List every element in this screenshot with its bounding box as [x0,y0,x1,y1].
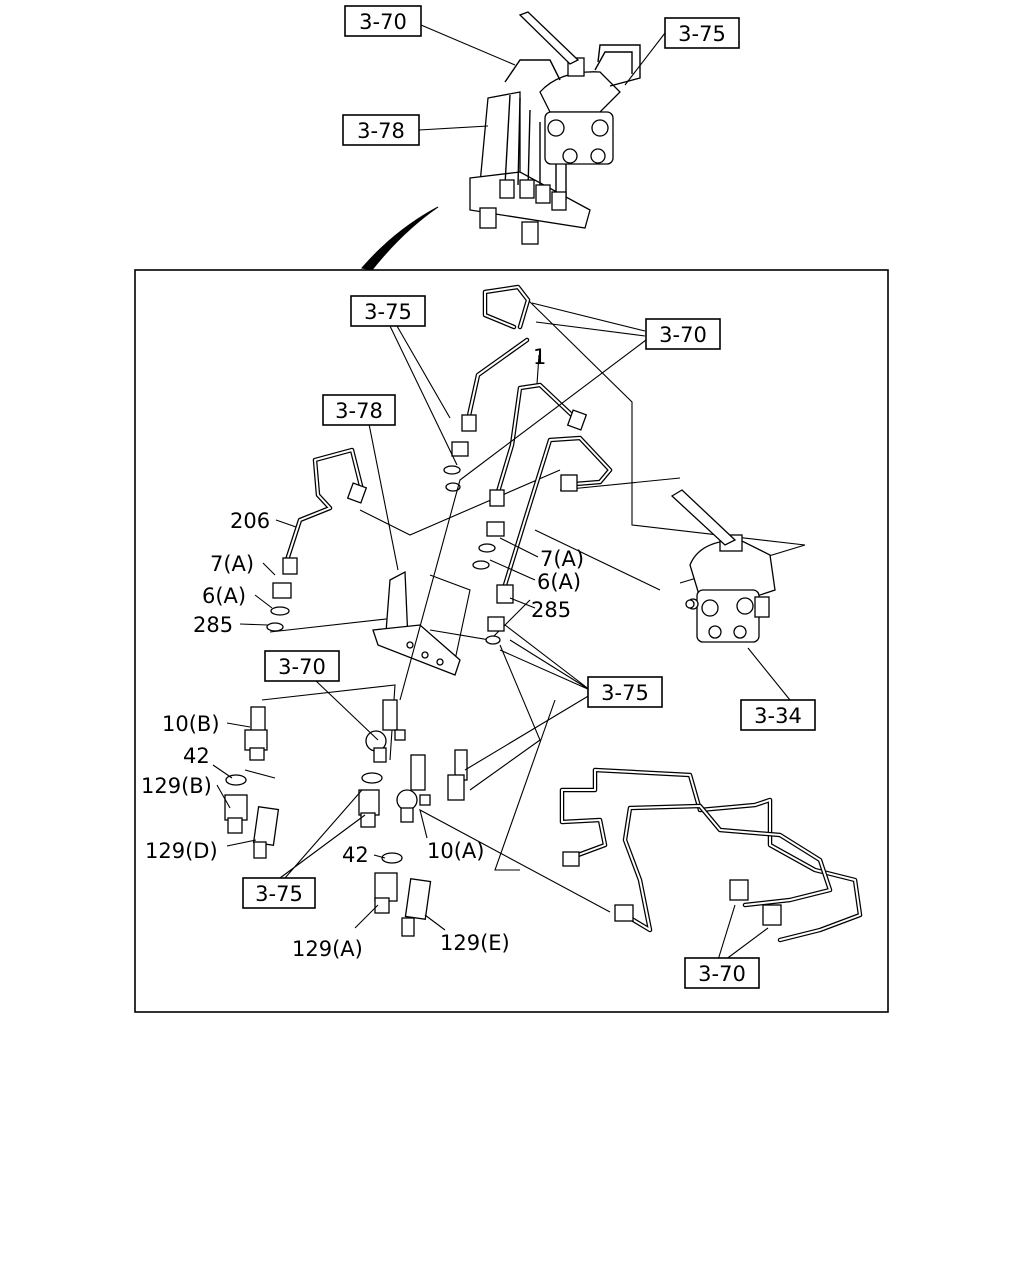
part-label: 42 [183,744,210,768]
svg-text:3-78: 3-78 [335,399,383,423]
leader-lines [212,302,791,961]
part-label: 129(B) [141,774,212,798]
svg-text:3-34: 3-34 [754,704,802,728]
ref-box-3-75-a: 3-75 [350,295,426,327]
view-arrow [361,206,439,271]
ref-box-3-70-top: 3-70 [344,5,422,37]
overview-assembly [469,11,641,245]
part-label: 129(D) [145,839,218,863]
ref-text: 3-70 [359,10,407,34]
ref-box-3-78-a: 3-78 [322,394,396,426]
part-label: 206 [230,509,270,533]
svg-text:3-70: 3-70 [278,655,326,679]
part-label: 6(A) [202,584,246,608]
part-label: 42 [342,843,369,867]
ref-box-3-70-a: 3-70 [645,318,721,350]
part-label: 10(B) [162,712,220,736]
ref-box-3-78-top: 3-78 [342,114,420,146]
part-label: 10(A) [427,839,484,863]
ref-box-3-70-b: 3-70 [264,650,340,682]
brake-pipes [284,284,863,943]
part-label: 6(A) [537,570,581,594]
svg-text:3-78: 3-78 [357,119,405,143]
detail-frame [134,269,889,1013]
ref-box-3-34: 3-34 [740,699,816,731]
part-label: 7(A) [210,552,254,576]
svg-text:3-75: 3-75 [678,22,726,46]
fittings [224,409,782,937]
ref-box-3-75-top: 3-75 [664,17,740,49]
part-label: 285 [531,598,571,622]
ref-box-3-70-c: 3-70 [684,957,760,989]
svg-text:3-75: 3-75 [601,681,649,705]
svg-text:3-75: 3-75 [364,300,412,324]
relay-valve-3-34 [670,489,776,643]
part-labels: 1 206 7(A) 6(A) 285 7(A) 6(A) 285 10(B) … [141,345,584,961]
svg-text:3-70: 3-70 [698,962,746,986]
part-label: 285 [193,613,233,637]
part-label: 1 [533,345,546,369]
part-label: 129(E) [440,931,510,955]
svg-text:3-75: 3-75 [255,882,303,906]
bracket-3-78 [372,570,461,676]
part-label: 7(A) [540,547,584,571]
ref-box-3-75-b: 3-75 [587,676,663,708]
part-label: 129(A) [292,937,363,961]
svg-text:3-70: 3-70 [659,323,707,347]
ref-box-3-75-c: 3-75 [242,877,316,909]
